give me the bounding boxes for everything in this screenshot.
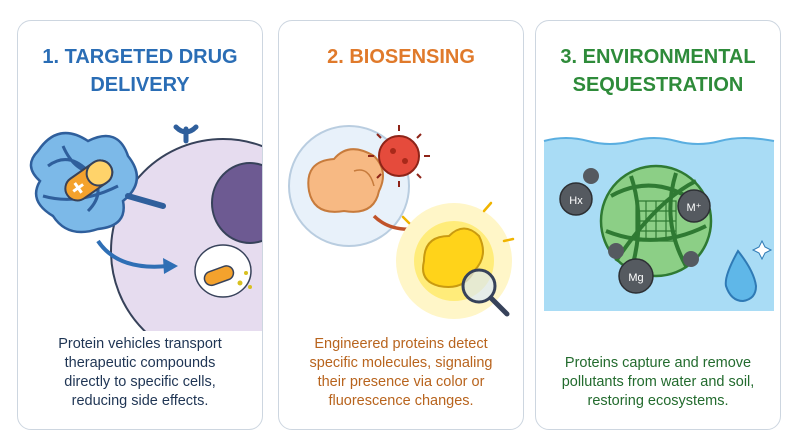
title-line: SEQUESTRATION bbox=[572, 74, 744, 96]
title-line: 3. ENVIRONMENTAL bbox=[560, 46, 756, 68]
sparkle-icon bbox=[751, 239, 773, 261]
title-line: 2. BIOSENSING bbox=[327, 46, 475, 68]
pollutant-label: Mg bbox=[628, 272, 643, 284]
description-line: Protein vehicles transport bbox=[58, 336, 222, 352]
capsule-icon bbox=[64, 159, 114, 202]
pollutant-label: Hx bbox=[569, 195, 583, 207]
panel-biosensing: 2. BIOSENSING bbox=[278, 20, 524, 430]
virus-icon bbox=[368, 125, 430, 187]
description-line: specific molecules, signaling bbox=[309, 355, 493, 371]
panel-targeted-drug-delivery: 1. TARGETED DRUG DELIVERY bbox=[17, 20, 263, 430]
panel-title: 2. BIOSENSING bbox=[279, 43, 523, 71]
glowing-protein-icon bbox=[422, 227, 484, 288]
drug-delivery-illustration bbox=[29, 124, 262, 331]
magnifier-icon bbox=[461, 268, 510, 317]
panel-description: Protein vehicles transport therapeutic c… bbox=[28, 335, 252, 411]
panel-environmental-sequestration: 3. ENVIRONMENTAL SEQUESTRATION Hx M⁺ Mg bbox=[535, 20, 781, 430]
title-line: DELIVERY bbox=[90, 74, 190, 96]
description-line: therapeutic compounds bbox=[64, 355, 216, 371]
description-line: reducing side effects. bbox=[71, 393, 209, 409]
description-line: pollutants from water and soil, bbox=[561, 374, 755, 390]
panel-description: Proteins capture and remove pollutants f… bbox=[546, 354, 770, 411]
protein-sensor-icon bbox=[307, 148, 384, 213]
title-line: 1. TARGETED DRUG bbox=[42, 46, 238, 68]
panel-title: 1. TARGETED DRUG DELIVERY bbox=[18, 43, 262, 99]
description-line: fluorescence changes. bbox=[328, 393, 474, 409]
description-line: Proteins capture and remove bbox=[564, 355, 752, 371]
arrow-icon bbox=[96, 239, 178, 274]
pollutant-label: M⁺ bbox=[687, 202, 702, 214]
biosensing-illustration bbox=[288, 125, 515, 319]
description-line: Engineered proteins detect bbox=[314, 336, 488, 352]
water-drop-icon bbox=[724, 249, 758, 303]
pollutant-particle-icon bbox=[559, 168, 711, 294]
receptor-icon bbox=[173, 124, 199, 144]
panel-title: 3. ENVIRONMENTAL SEQUESTRATION bbox=[536, 43, 780, 99]
description-line: directly to specific cells, bbox=[64, 374, 216, 390]
description-line: their presence via color or bbox=[317, 374, 485, 390]
description-line: restoring ecosystems. bbox=[587, 393, 729, 409]
panel-description: Engineered proteins detect specific mole… bbox=[289, 335, 513, 411]
sequestration-illustration: Hx M⁺ Mg bbox=[543, 137, 775, 311]
